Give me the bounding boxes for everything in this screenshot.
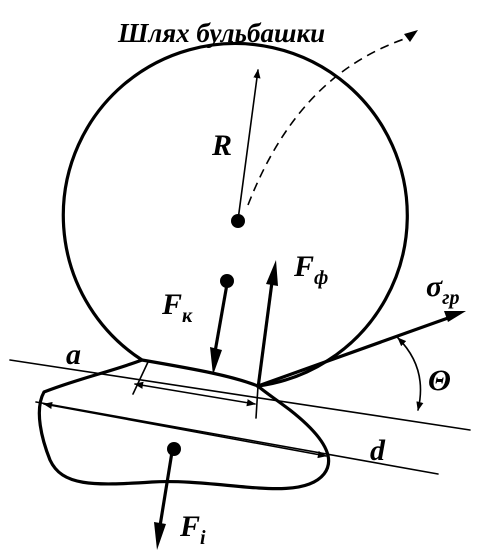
- ff-arrow-shaft: [256, 281, 274, 389]
- fk-label: Fк: [161, 288, 193, 327]
- bubble-center-dot: [231, 214, 245, 228]
- theta-angle-arc: [397, 337, 424, 411]
- ff-label: Fф: [293, 250, 328, 289]
- fi-arrow-shaft: [158, 451, 174, 527]
- a-dimension-line: [134, 381, 256, 407]
- fi-label: Fi: [179, 510, 206, 549]
- theta-label: Θ: [428, 364, 451, 397]
- a-dimension-tick-left: [132, 361, 149, 395]
- fk-arrow-head: [210, 347, 222, 375]
- fk-application-dot: [220, 274, 234, 288]
- sigma-arrow-head: [444, 311, 466, 322]
- bubble-path-curve: [247, 36, 411, 206]
- d-dimension-line: [43, 401, 327, 459]
- bubble-circle: [61, 41, 409, 388]
- sigma-arrow-shaft: [257, 316, 449, 388]
- deposit-blob: [37, 358, 331, 491]
- fi-application-dot: [167, 442, 181, 456]
- radius-arrow: [237, 69, 261, 221]
- a-dimension-tick-right: [255, 385, 259, 419]
- radius-label: R: [211, 129, 232, 162]
- fi-arrow-head: [154, 522, 166, 550]
- ff-arrow-head: [266, 260, 278, 286]
- d-label: d: [370, 434, 386, 467]
- bubble-path-arrowhead: [404, 30, 418, 42]
- a-label: a: [66, 338, 81, 371]
- fk-arrow-shaft: [213, 283, 229, 353]
- sigma-label: σгр: [426, 270, 460, 309]
